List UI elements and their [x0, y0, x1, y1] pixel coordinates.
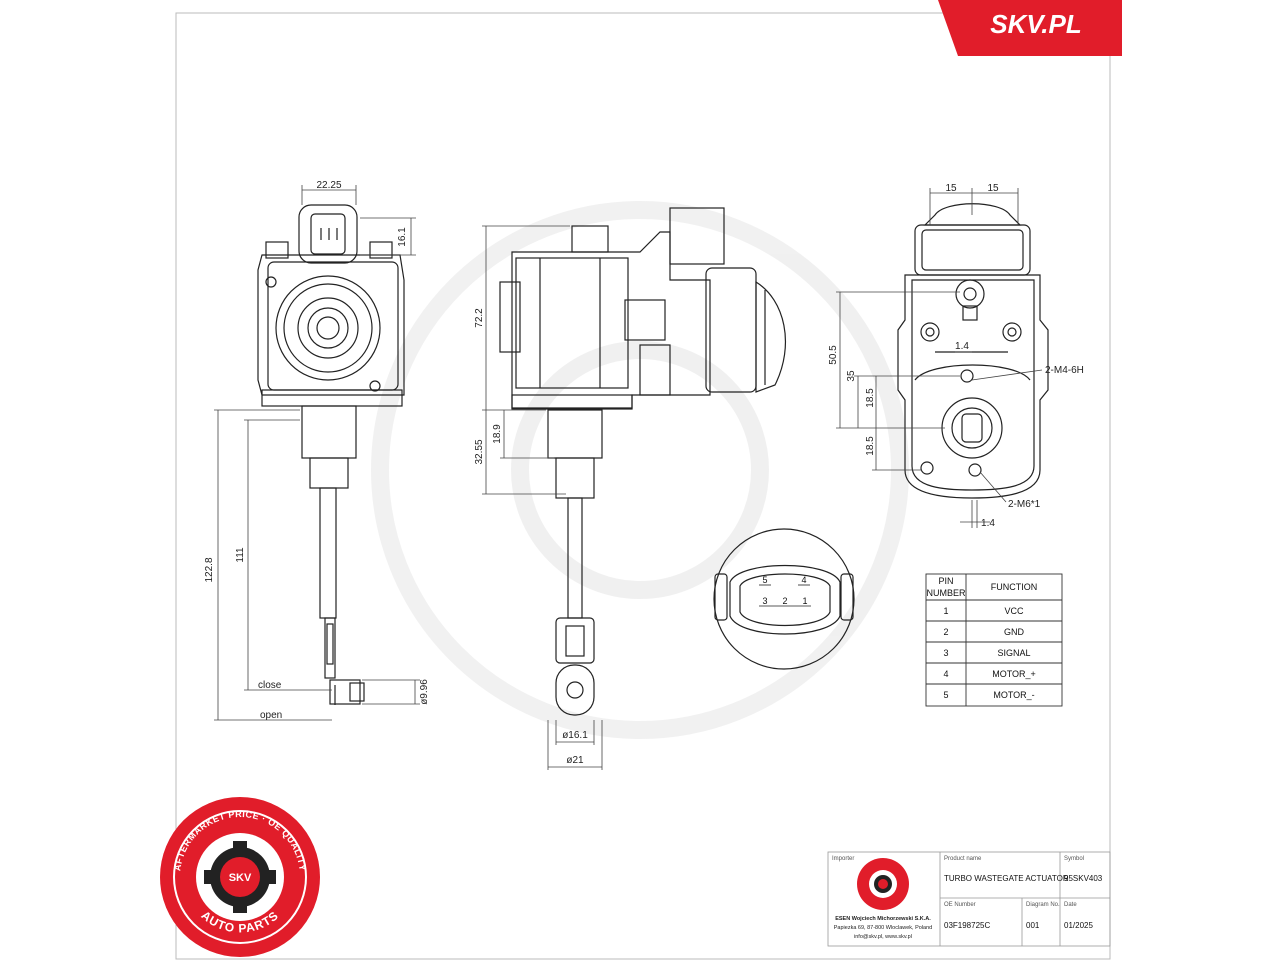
- tb-diagram-label: Diagram No.: [1026, 902, 1060, 908]
- tb-product-name: TURBO WASTEGATE ACTUATOR: [944, 874, 1069, 883]
- connector-pin-top-1: 5: [762, 575, 767, 585]
- watermark-gear: [371, 201, 909, 739]
- pin-table-row-1-function: VCC: [1004, 606, 1024, 616]
- label-close: close: [258, 680, 282, 691]
- connector-pin-bottom-2: 2: [782, 596, 787, 606]
- tb-address: Papiezka 69, 87-800 Wloclawek, Poland: [834, 925, 932, 931]
- pin-table-row-3-function: SIGNAL: [997, 648, 1030, 658]
- left-view-dims: [214, 185, 420, 721]
- middle-view: [499, 207, 787, 716]
- connector-pin-bottom-3: 1: [802, 596, 807, 606]
- dim-rod-end: ø9.96: [419, 679, 430, 705]
- logo-text: SKV.PL: [990, 9, 1082, 39]
- dim-half-right: 15: [987, 183, 999, 194]
- dim-connector-height: 16.1: [397, 227, 408, 247]
- connector-pin-bottom-1: 3: [762, 596, 767, 606]
- pin-table-header-pin: PIN: [938, 576, 953, 586]
- connector-detail: [713, 528, 855, 670]
- skv-logo: SKV.PL: [938, 0, 1122, 56]
- pin-table-header-number: NUMBER: [926, 588, 966, 598]
- left-view: [257, 204, 405, 705]
- tb-symbol: 95SKV403: [1064, 874, 1103, 883]
- dim-h-18-5-lower: 18.5: [865, 436, 876, 456]
- dim-rod-32-55: 32.55: [474, 439, 485, 464]
- tb-oe-label: OE Number: [944, 902, 976, 908]
- tb-importer-label: Importer: [832, 856, 854, 862]
- tb-contact: info@skv.pl, www.skv.pl: [854, 934, 912, 940]
- dim-rod-21: ø21: [566, 755, 584, 766]
- sheet-border: [175, 12, 1111, 960]
- badge-center-text: SKV: [229, 872, 252, 884]
- dim-body-height: 72.2: [474, 308, 485, 328]
- dim-rod-18-9: 18.9: [492, 424, 503, 444]
- pin-table-header-function: FUNCTION: [991, 582, 1038, 592]
- tb-company: ESEN Wojciech Michorzewski S.K.A.: [835, 916, 931, 922]
- tb-date-label: Date: [1064, 902, 1077, 908]
- dim-rod-16-1: ø16.1: [562, 730, 588, 741]
- dim-top-width: 22.25: [316, 180, 341, 191]
- pin-table-row-2-function: GND: [1004, 627, 1025, 637]
- tb-product-name-label: Product name: [944, 856, 982, 862]
- thread-m6: 2-M6*1: [1008, 499, 1041, 510]
- thread-m4: 2-M4-6H: [1045, 365, 1084, 376]
- dim-half-left: 15: [945, 183, 957, 194]
- pin-table-row-3-pin: 3: [943, 648, 948, 658]
- pin-table-row-5-function: MOTOR_-: [993, 690, 1034, 700]
- dim-stroke-111: 111: [235, 547, 246, 563]
- dim-h-18-5-upper: 18.5: [865, 388, 876, 408]
- dim-h-50-5: 50.5: [828, 345, 839, 365]
- tb-mini-badge: [857, 858, 909, 910]
- skv-auto-parts-badge: SKV AFTERMARKET PRICE · OE QUALITY AUTO …: [160, 797, 320, 957]
- dim-offset-1-4-bottom: 1.4: [981, 518, 995, 529]
- dim-offset-1-4-top: 1.4: [955, 341, 969, 352]
- dim-stroke-total: 122.8: [204, 557, 215, 582]
- pin-table: [925, 573, 1063, 707]
- pin-table-row-5-pin: 5: [943, 690, 948, 700]
- pin-table-row-2-pin: 2: [943, 627, 948, 637]
- middle-view-dims: [482, 225, 603, 770]
- tb-date: 01/2025: [1064, 921, 1093, 930]
- pin-table-row-4-pin: 4: [943, 669, 948, 679]
- dim-h-35: 35: [846, 370, 857, 382]
- tb-oe-number: 03F198725C: [944, 921, 990, 930]
- title-block: [827, 851, 1111, 947]
- pin-table-row-4-function: MOTOR_+: [992, 669, 1036, 679]
- label-open: open: [260, 710, 282, 721]
- tb-diagram-no: 001: [1026, 921, 1040, 930]
- tb-symbol-label: Symbol: [1064, 856, 1084, 862]
- right-view-dims: [836, 188, 1043, 528]
- pin-table-row-1-pin: 1: [943, 606, 948, 616]
- right-view: [897, 203, 1049, 499]
- connector-pin-top-2: 4: [801, 575, 806, 585]
